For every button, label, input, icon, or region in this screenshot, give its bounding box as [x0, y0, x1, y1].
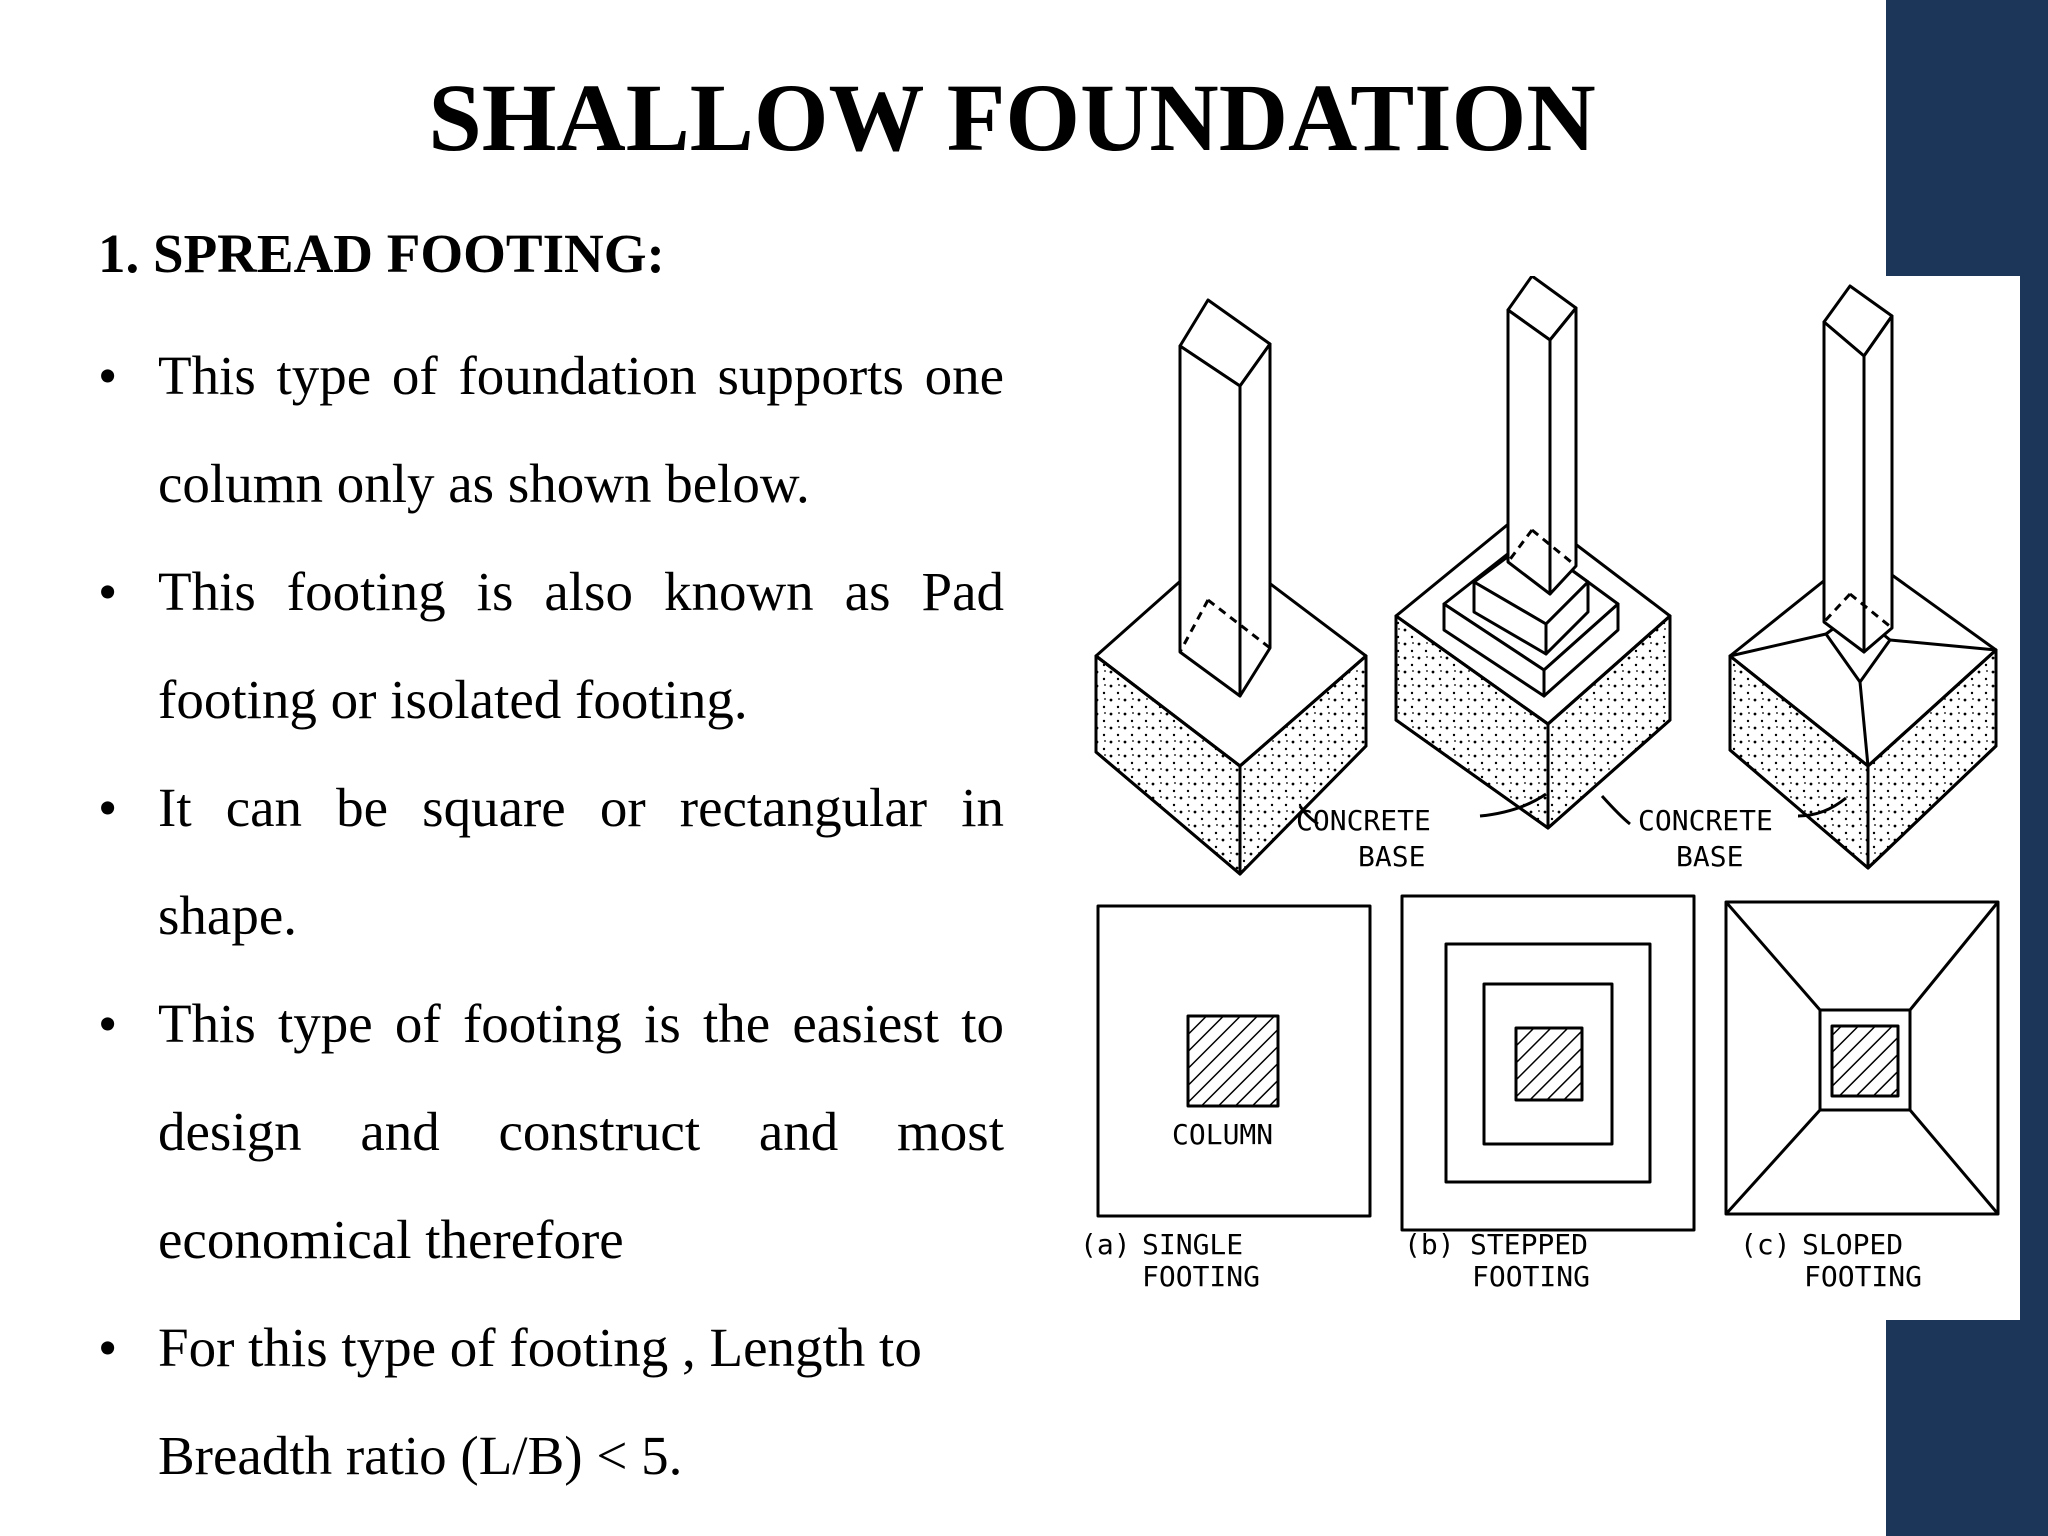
concrete-label: CONCRETE — [1296, 804, 1431, 837]
caption-c-line1: SLOPED — [1802, 1228, 1903, 1261]
concrete-label: CONCRETE — [1638, 804, 1773, 837]
caption-a-letter: (a) — [1080, 1228, 1131, 1261]
spread-footing-figure: CONCRETE BASE CONCRETE BASE COLUMN (a) S… — [1080, 276, 2020, 1320]
leader-arrow — [1600, 794, 1631, 826]
leader-arrow — [1797, 796, 1847, 818]
leader-arrow — [1298, 805, 1319, 826]
bullet-text: This footing is also known as Pad footin… — [158, 561, 1004, 730]
bullet-dot: • — [98, 1317, 118, 1378]
caption-a-line2: FOOTING — [1142, 1260, 1260, 1293]
bullet-dot: • — [98, 561, 118, 622]
bullet-list: • This type of foundation supports one co… — [98, 322, 1004, 1510]
base-label: BASE — [1676, 840, 1743, 873]
bullet-item: • This type of foundation supports one co… — [98, 322, 1004, 538]
plan-single-footing — [1096, 904, 1372, 1218]
bullet-item: • It can be square or rectangular in shap… — [98, 754, 1004, 970]
bullet-text: This type of foundation supports one col… — [158, 345, 1004, 514]
leader-arrow — [1479, 792, 1547, 818]
footing-diagram: CONCRETE BASE CONCRETE BASE COLUMN (a) S… — [1080, 276, 2000, 1293]
plan-sloped-footing — [1724, 900, 2000, 1216]
base-label: BASE — [1358, 840, 1425, 873]
bullet-dot: • — [98, 345, 118, 406]
caption-a-line1: SINGLE — [1142, 1228, 1243, 1261]
bullet-dot: • — [98, 777, 118, 838]
slide-title-text: SHALLOW FOUNDATION — [428, 64, 1596, 171]
iso-stepped-footing — [1394, 276, 1672, 830]
bullet-item: • This type of footing is the easiest to … — [98, 970, 1004, 1294]
section-heading: 1. SPREAD FOOTING: — [98, 223, 665, 284]
caption-c-letter: (c) — [1740, 1228, 1791, 1261]
bullet-item: • For this type of footing , Length to Br… — [98, 1294, 1004, 1510]
plan-stepped-footing — [1400, 894, 1696, 1232]
caption-c-line2: FOOTING — [1804, 1260, 1922, 1293]
bullet-text: This type of footing is the easiest to d… — [158, 993, 1004, 1270]
iso-sloped-footing — [1728, 284, 1998, 870]
caption-b-letter: (b) — [1404, 1228, 1455, 1261]
caption-b-line1: STEPPED — [1470, 1228, 1588, 1261]
slide-title: SHALLOW FOUNDATION — [0, 62, 2048, 174]
bullet-text: For this type of footing , Length to Bre… — [158, 1317, 922, 1486]
bullet-item: • This footing is also known as Pad footi… — [98, 538, 1004, 754]
bullet-dot: • — [98, 993, 118, 1054]
column-label: COLUMN — [1172, 1118, 1273, 1151]
caption-b-line2: FOOTING — [1472, 1260, 1590, 1293]
bullet-text: It can be square or rectangular in shape… — [158, 777, 1004, 946]
iso-single-footing — [1094, 298, 1368, 876]
